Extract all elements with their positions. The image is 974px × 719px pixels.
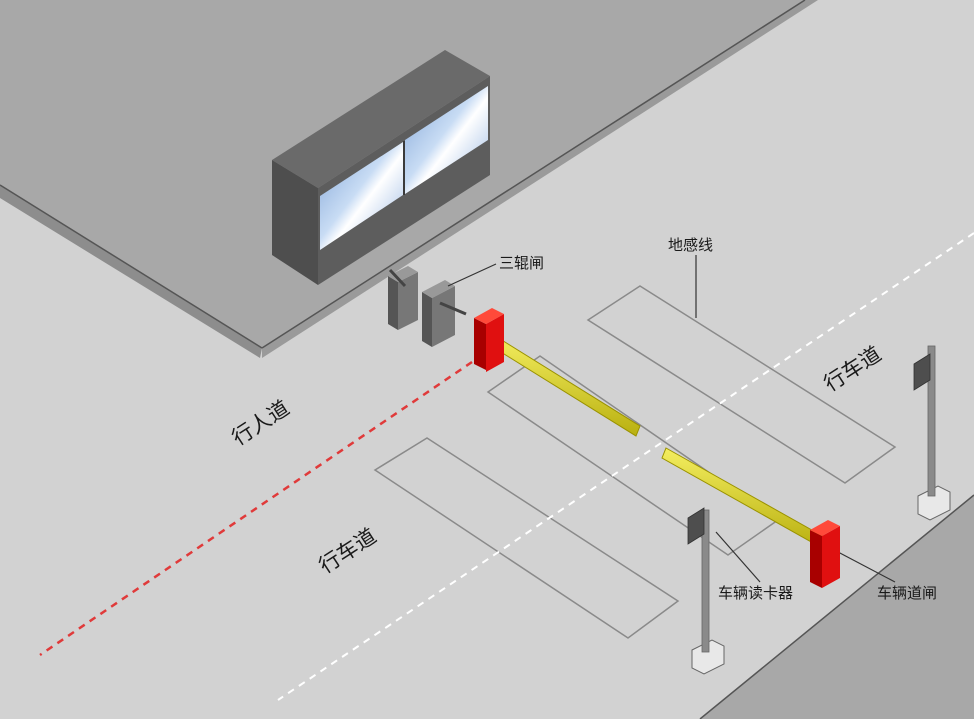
barrier-2-front <box>822 526 840 588</box>
turnstile-1-side <box>388 276 398 330</box>
barrier-1-top <box>474 308 504 324</box>
platform-outline <box>0 184 263 349</box>
card-reader-post-icon <box>687 507 725 675</box>
platform-outline-2 <box>261 0 806 349</box>
guard-booth <box>272 50 490 285</box>
barrier-1-side <box>474 318 486 370</box>
barrier-1-front <box>486 314 504 372</box>
booth-window-right <box>405 86 488 194</box>
reader-1-head <box>687 507 705 545</box>
leader-barrier <box>837 551 896 583</box>
barrier-gate-icon <box>661 447 840 588</box>
tripod-turnstile-icon <box>388 266 467 347</box>
booth-window-left <box>320 142 403 250</box>
label-card-reader: 车辆读卡器 <box>718 584 793 602</box>
label-vehicle-barrier: 车辆道闸 <box>877 584 937 602</box>
reader-2-base <box>917 485 951 521</box>
platform-edge-front <box>0 185 262 358</box>
pedestrian-boundary-line <box>39 360 473 657</box>
barrier-2-top <box>810 520 840 536</box>
card-reader-post-icon <box>913 345 951 521</box>
turnstile-2-top <box>422 280 455 298</box>
booth-left-side <box>272 160 318 285</box>
barrier-2-side <box>810 530 822 588</box>
turnstile-1-body <box>398 272 418 330</box>
label-tripod-turnstile: 三辊闸 <box>499 254 544 272</box>
ground-loop-top <box>586 285 897 484</box>
turnstile-1-arm <box>388 268 407 288</box>
reader-1-base <box>691 639 725 675</box>
turnstile-2-arm <box>439 301 467 316</box>
booth-top <box>272 50 490 188</box>
turnstile-2-body <box>432 286 455 347</box>
reader-2-pole <box>927 345 936 497</box>
barrier-gate-icon <box>474 308 641 437</box>
label-ground-loop: 地感线 <box>668 236 713 254</box>
leader-turnstile <box>447 263 497 287</box>
ground-loop-bottom <box>373 437 680 639</box>
turnstile-2-side <box>422 292 432 347</box>
road-strip-edge <box>699 494 974 719</box>
platform-edge-right <box>262 0 818 358</box>
leader-card-reader <box>715 531 761 583</box>
reader-2-head <box>913 353 931 391</box>
lane-divider-line <box>277 232 974 701</box>
reader-1-pole <box>701 509 710 653</box>
